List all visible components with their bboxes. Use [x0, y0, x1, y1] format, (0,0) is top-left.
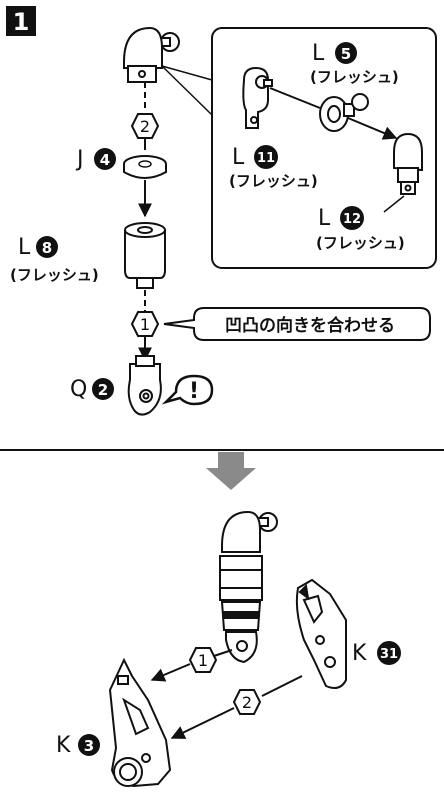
step-number-badge: 1: [6, 6, 36, 36]
svg-text:31: 31: [380, 647, 398, 662]
svg-text:2: 2: [242, 693, 252, 712]
order-hex-1-bottom: 1: [188, 647, 218, 673]
cylinder-part-l8: [124, 222, 166, 289]
svg-text:11: 11: [257, 151, 275, 166]
svg-text:L: L: [312, 41, 325, 66]
label-l11: L 11 (フレッシュ): [229, 145, 318, 190]
svg-text:12: 12: [343, 212, 361, 227]
svg-text:Q: Q: [70, 377, 87, 402]
svg-text:(フレッシュ): (フレッシュ): [316, 234, 405, 252]
svg-text:K: K: [352, 641, 367, 666]
svg-text:L: L: [232, 145, 245, 170]
frame-part-k3: [108, 657, 172, 788]
orientation-callout: 凹凸の向きを合わせる: [163, 307, 431, 341]
svg-text:J: J: [75, 147, 84, 172]
svg-text:8: 8: [42, 239, 52, 257]
shoulder-joint-part-top: [123, 26, 180, 83]
svg-text:(フレッシュ): (フレッシュ): [229, 172, 318, 190]
svg-text:1: 1: [140, 315, 150, 334]
svg-text:凹凸の向きを合わせる: 凹凸の向きを合わせる: [225, 315, 395, 336]
order-hex-1-top: 1: [130, 311, 160, 337]
label-k3: K 3: [56, 733, 100, 758]
label-l5: L 5 (フレッシュ): [310, 41, 399, 86]
svg-text:2: 2: [98, 381, 108, 399]
frame-part-k31: [295, 578, 347, 689]
svg-text:L: L: [18, 235, 31, 260]
label-j4: J 4: [75, 147, 116, 172]
svg-text:5: 5: [341, 45, 351, 63]
svg-text:2: 2: [140, 117, 150, 136]
order-hex-2-bottom: 2: [232, 689, 262, 715]
svg-text:(フレッシュ): (フレッシュ): [310, 68, 399, 86]
capsule-part-l12: [393, 132, 423, 195]
label-k31: K 31: [352, 641, 401, 666]
ball-part-l5: [319, 93, 369, 132]
svg-text:1: 1: [13, 8, 30, 36]
label-l12: L 12 (フレッシュ): [316, 206, 405, 252]
svg-text:4: 4: [100, 151, 110, 169]
svg-text:(フレッシュ): (フレッシュ): [10, 266, 99, 284]
svg-text:3: 3: [84, 737, 94, 755]
hinge-part-l11: [242, 66, 273, 129]
next-step-arrow: [206, 452, 256, 490]
label-l8: L 8 (フレッシュ): [10, 235, 99, 284]
svg-text:!: !: [189, 379, 199, 404]
svg-text:K: K: [56, 733, 71, 758]
order-hex-2-top: 2: [130, 113, 160, 139]
svg-text:1: 1: [198, 651, 208, 670]
washer-part-j4: [123, 155, 167, 179]
svg-text:L: L: [318, 206, 331, 231]
socket-part-q2: [127, 355, 162, 416]
label-q2: Q 2: [70, 377, 114, 402]
assembled-arm-part: [219, 510, 278, 664]
caution-icon: !: [161, 374, 214, 406]
